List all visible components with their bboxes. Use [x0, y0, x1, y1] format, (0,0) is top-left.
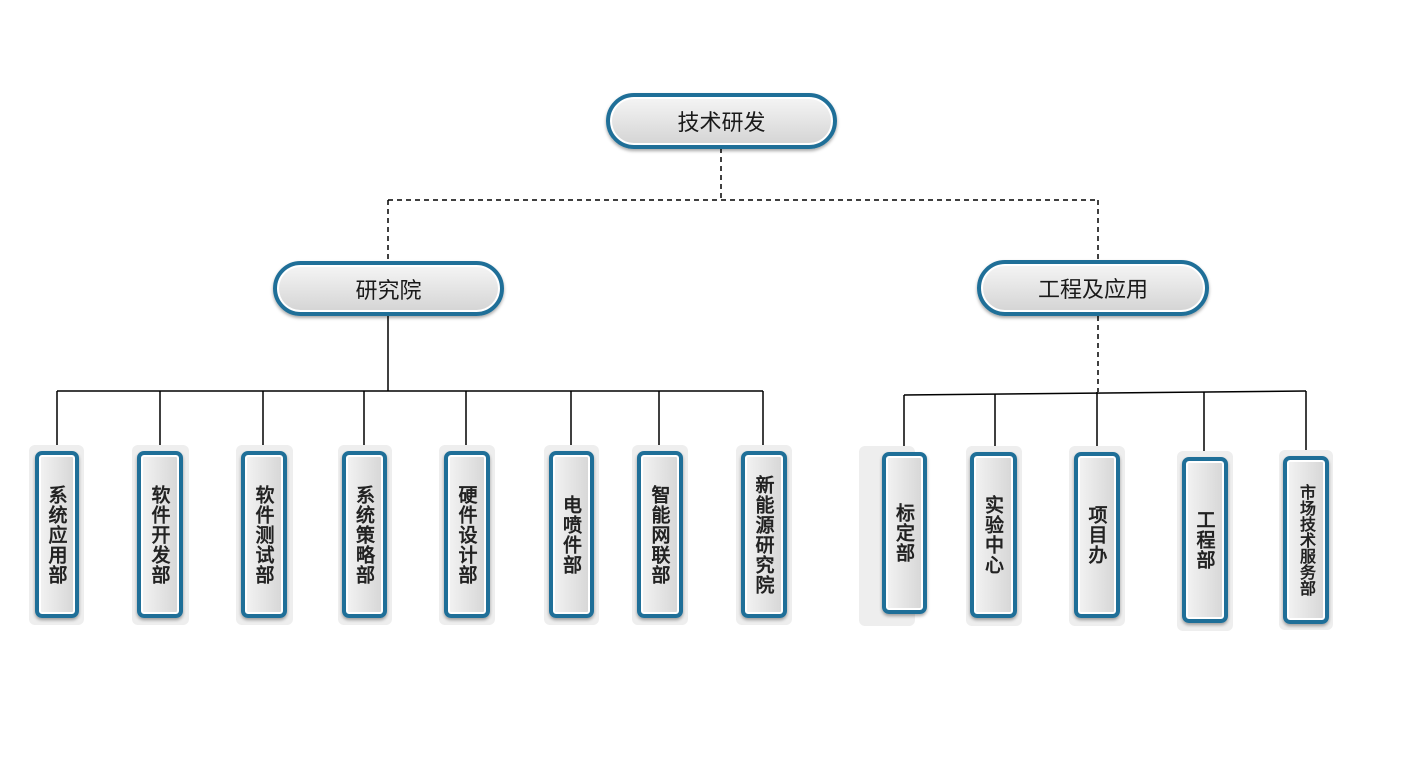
unit-box-left-4: 系统策略部	[342, 451, 387, 618]
unit-label: 软件测试部	[252, 484, 275, 585]
connector-right-bar	[903, 390, 1307, 396]
unit-label: 新能源研究院	[752, 474, 775, 595]
unit-label: 项目办	[1085, 505, 1108, 565]
unit-box-left-1: 系统应用部	[35, 451, 79, 618]
branch-node-right: 工程及应用	[977, 260, 1209, 316]
unit-label: 市场技术服务部	[1297, 484, 1316, 596]
unit-label: 硬件设计部	[455, 484, 478, 585]
unit-label: 电喷件部	[560, 494, 582, 575]
root-node: 技术研发	[606, 93, 837, 149]
unit-box-right-4: 工程部	[1182, 457, 1228, 623]
unit-box-left-7: 智能网联部	[637, 451, 683, 618]
unit-box-left-8: 新能源研究院	[741, 451, 787, 618]
unit-box-right-2: 实验中心	[970, 452, 1017, 618]
unit-label: 标定部	[893, 503, 915, 563]
unit-box-left-5: 硬件设计部	[444, 451, 490, 618]
unit-label: 系统策略部	[353, 484, 375, 585]
unit-label: 智能网联部	[648, 484, 671, 585]
unit-box-left-6: 电喷件部	[549, 451, 594, 618]
unit-box-right-5: 市场技术服务部	[1283, 456, 1329, 624]
unit-label: 系统应用部	[45, 484, 68, 585]
branch-node-left-label: 研究院	[355, 278, 422, 304]
unit-box-right-3: 项目办	[1074, 452, 1120, 618]
branch-node-right-label: 工程及应用	[1037, 278, 1148, 303]
unit-box-left-3: 软件测试部	[241, 451, 287, 618]
unit-box-right-1: 标定部	[882, 452, 927, 614]
unit-label: 工程部	[1193, 510, 1216, 570]
unit-box-left-2: 软件开发部	[137, 451, 183, 618]
unit-label: 实验中心	[982, 495, 1004, 575]
root-node-label: 技术研发	[677, 111, 766, 136]
unit-label: 软件开发部	[148, 484, 171, 585]
branch-node-left: 研究院	[273, 261, 504, 316]
